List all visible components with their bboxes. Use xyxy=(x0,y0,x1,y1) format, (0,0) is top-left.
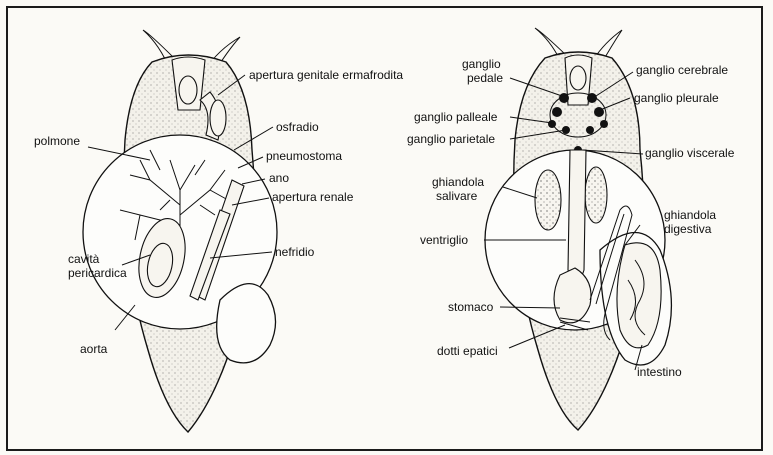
label-ganglio-parietale: ganglio parietale xyxy=(407,132,495,146)
label-stomaco: stomaco xyxy=(448,300,494,314)
left-buccal-mass xyxy=(179,76,197,104)
right-buccal-mass xyxy=(570,66,586,90)
label-pneumostoma: pneumostoma xyxy=(266,149,342,163)
label-ghiandola-digestiva-line2: digestiva xyxy=(664,222,712,236)
label-ganglio-viscerale: ganglio viscerale xyxy=(645,146,735,160)
label-ghiandola-salivare-line1: ghiandola xyxy=(432,175,484,189)
label-ganglio-cerebrale: ganglio cerebrale xyxy=(636,63,728,77)
left-shell-bulge xyxy=(217,284,276,363)
label-ganglio-palleale: ganglio palleale xyxy=(414,110,498,124)
label-ganglio-pedale-line1: ganglio xyxy=(462,57,501,71)
right-salivary-stipple-right xyxy=(585,167,607,223)
label-nefridio: nefridio xyxy=(275,245,315,259)
label-apertura-renale: apertura renale xyxy=(272,190,354,204)
left-snail-illustration xyxy=(83,30,277,432)
right-crop xyxy=(568,150,586,280)
label-intestino: intestino xyxy=(637,365,682,379)
label-ghiandola-salivare-line2: salivare xyxy=(436,189,478,203)
label-osfradio: osfradio xyxy=(276,120,319,134)
right-digestive-gland xyxy=(617,243,661,348)
label-ano: ano xyxy=(269,171,289,185)
right-salivary-stipple-left xyxy=(535,170,561,230)
label-aorta: aorta xyxy=(80,342,108,356)
label-polmone: polmone xyxy=(34,134,80,148)
label-ganglio-pleurale: ganglio pleurale xyxy=(634,91,719,105)
label-cavita-line1: cavità xyxy=(68,252,100,266)
label-apertura-genitale: apertura genitale ermafrodita xyxy=(249,68,403,82)
label-dotti-epatici: dotti epatici xyxy=(437,344,498,358)
label-ventriglio: ventriglio xyxy=(420,233,468,247)
label-ghiandola-digestiva-line1: ghiandola xyxy=(664,208,716,222)
label-cavita-line2: pericardica xyxy=(68,266,127,280)
label-ganglio-pedale-line2: pedale xyxy=(467,71,503,85)
left-ovotestis xyxy=(210,100,226,136)
